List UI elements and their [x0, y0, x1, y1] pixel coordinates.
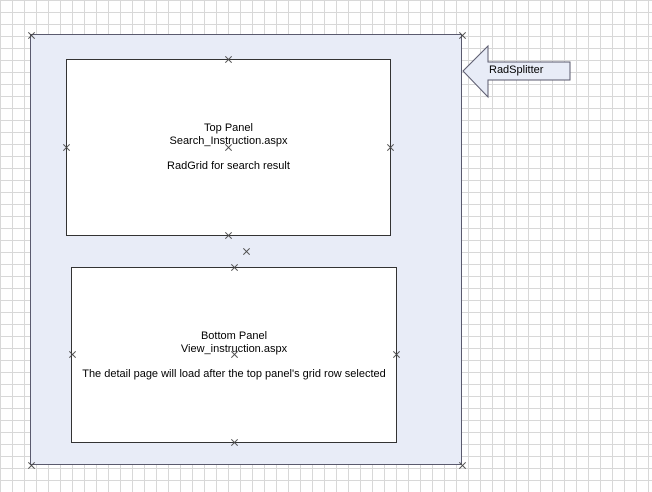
splitter-handle-top-left-icon[interactable]: [28, 32, 35, 39]
bottom-panel-handle-right-icon[interactable]: [393, 351, 400, 358]
bottom-panel-title: Bottom Panel: [200, 330, 268, 342]
bottom-panel-description: The detail page will load after the top …: [82, 368, 386, 380]
left-arrow-icon: [462, 44, 571, 99]
splitter-handle-bottom-left-icon[interactable]: [28, 462, 35, 469]
splitter-handle-bottom-right-icon[interactable]: [459, 462, 466, 469]
top-panel-title: Top Panel: [204, 122, 253, 134]
top-panel-handle-bottom-icon[interactable]: [225, 232, 232, 239]
bottom-panel-handle-top-icon[interactable]: [231, 264, 238, 271]
top-panel-handle-left-icon[interactable]: [63, 144, 70, 151]
splitter-handle-top-right-icon[interactable]: [459, 32, 466, 39]
splitter-bar-handle-icon[interactable]: [243, 248, 250, 255]
bottom-panel-handle-bottom-icon[interactable]: [231, 439, 238, 446]
top-panel-handle-top-icon[interactable]: [225, 56, 232, 63]
top-panel-center-handle-icon[interactable]: [225, 144, 232, 151]
top-panel-description: RadGrid for search result: [167, 160, 290, 172]
top-panel-handle-right-icon[interactable]: [387, 144, 394, 151]
bottom-panel-file: View_instruction.aspx: [180, 343, 288, 355]
bottom-panel-handle-left-icon[interactable]: [69, 351, 76, 358]
rad-splitter-label: RadSplitter: [489, 64, 544, 76]
top-panel-file: Search_Instruction.aspx: [169, 135, 288, 147]
bottom-panel-center-handle-icon[interactable]: [231, 351, 238, 358]
